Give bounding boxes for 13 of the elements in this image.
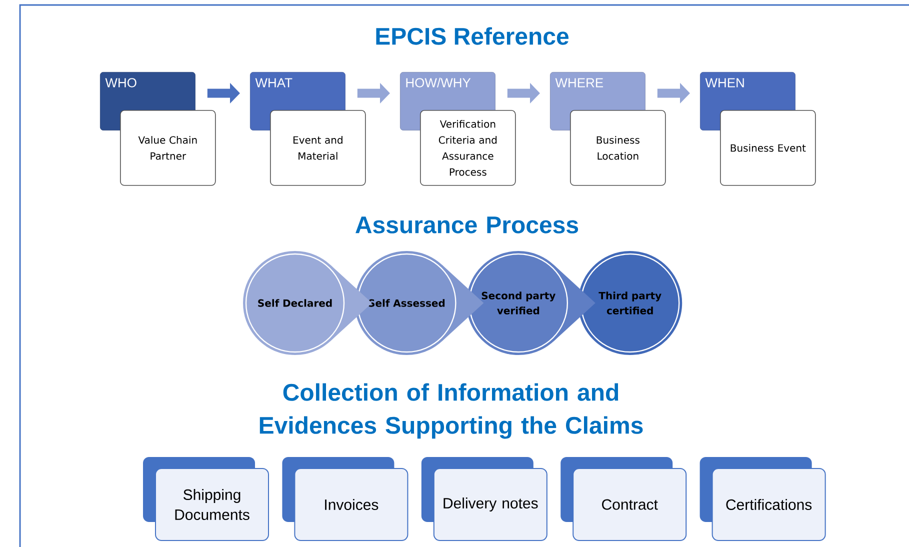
text-box: Verification Criteria and Assurance Process (420, 110, 516, 186)
text-box: Event and Material (270, 110, 366, 186)
section-heading: Assurance Process (356, 216, 578, 234)
section-heading: Collection of Information and Evidences Supporting the Claims (260, 383, 643, 439)
document-card: Contract (560, 457, 687, 541)
document-card: Certifications (700, 457, 826, 541)
text-box: Business Location (570, 110, 666, 186)
document-card: Delivery notes (421, 457, 548, 541)
text-box: Value Chain Partner (120, 110, 216, 186)
document-card: Shipping Documents (143, 457, 269, 541)
title: EPCIS Reference (376, 27, 569, 45)
document-card: Invoices (282, 457, 408, 541)
text-box: Business Event (720, 110, 816, 186)
